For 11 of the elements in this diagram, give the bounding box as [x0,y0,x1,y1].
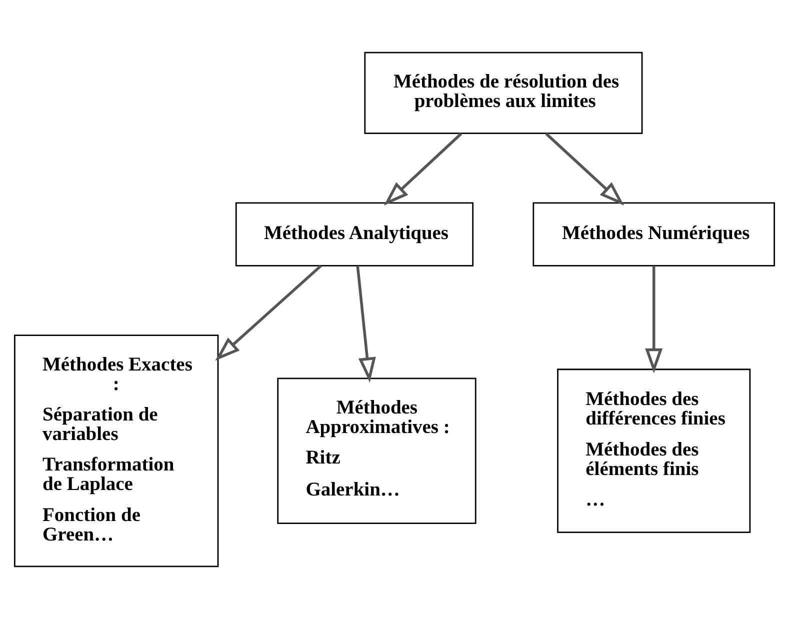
arrow [214,264,322,361]
arrow [383,132,462,206]
node-box: Méthodes Numériques [532,202,775,266]
node-box: Méthodes Analytiques [234,202,474,266]
arrow [356,266,376,383]
node-box: Méthodes de résolution des problèmes aux limites [364,52,642,134]
node-box: Méthodes Approximatives : Ritz Galerkin… [276,378,476,524]
arrow [544,132,624,206]
node-box: Méthodes des différences finies Méthodes des éléments finis … [556,368,750,533]
arrow [644,266,662,374]
node-box: Méthodes Exactes : Séparation de variables Transformation de Laplace Fonction de Green… [13,334,218,568]
